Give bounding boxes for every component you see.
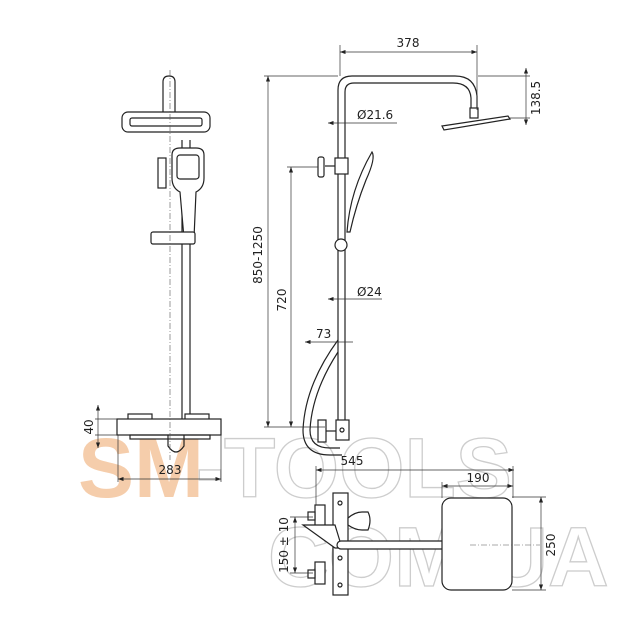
- dim-head-drop: 138.5: [529, 81, 543, 115]
- dim-upper-pipe-diameter: Ø21.6: [357, 108, 393, 122]
- dim-base-height: 40: [82, 419, 96, 434]
- dim-lower-pipe-diameter: Ø24: [357, 285, 382, 299]
- dim-head-width: 250: [544, 534, 558, 557]
- dim-base-width: 283: [159, 463, 182, 477]
- dim-top-depth: 545: [341, 454, 364, 468]
- front-view: 40 283: [82, 70, 222, 482]
- dim-hose-offset: 73: [316, 327, 331, 341]
- dim-holder-height: 720: [275, 289, 289, 312]
- dim-total-height: 850-1250: [251, 226, 265, 284]
- top-view: 545 190 250 150 ± 10: [277, 454, 558, 596]
- dim-inlet-spacing: 150 ± 10: [277, 517, 291, 573]
- side-view: 378 138.5 Ø21.6 Ø24 73 850-1250 720: [251, 36, 543, 456]
- dim-arm-length: 378: [397, 36, 420, 50]
- dim-head-depth: 190: [467, 471, 490, 485]
